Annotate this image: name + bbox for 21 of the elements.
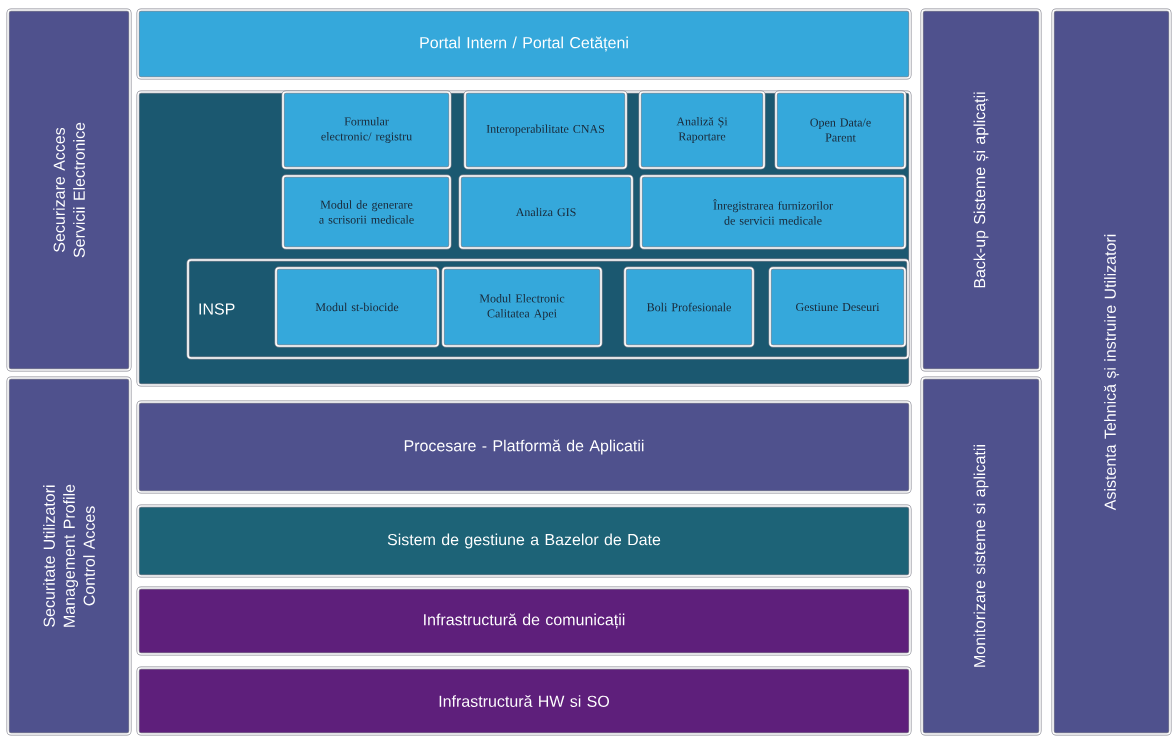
module-box: Analiza GIS (458, 174, 634, 250)
layer-band: Infrastructură HW si SO (136, 666, 912, 736)
side-band: Asistenta Tehnică și instruire Utilizatori (1051, 8, 1172, 736)
module-box: Modul de generare a scrisorii medicale (281, 174, 452, 250)
side-band: Securitate Utilizatori Management Profile Control Acces (6, 376, 132, 736)
side-band: Back-up Sisteme și aplicații (920, 8, 1042, 372)
side-band: Monitorizare sisteme si aplicatii (920, 376, 1042, 736)
layer-band: Procesare - Platformă de Aplicatii (136, 400, 912, 494)
module-box: Open Data/e Parent (774, 90, 907, 170)
module-box: Boli Profesionale (623, 266, 755, 348)
layer-band: Portal Intern / Portal Cetățeni (136, 8, 912, 80)
module-box: Analiză Și Raportare (638, 90, 766, 170)
module-box: Înregistrarea furnizorilor de servicii medicale (639, 174, 907, 250)
side-band: Securizare Acces Servicii Electronice (6, 8, 132, 372)
module-box: Modul st-biocide (274, 266, 440, 348)
module-box: Formular electronic/ registru (281, 90, 452, 170)
module-box: Modul Electronic Calitatea Apei (441, 266, 603, 348)
layer-band: Infrastructură de comunicații (136, 586, 912, 656)
module-box: Interoperabilitate CNAS (463, 90, 628, 170)
module-box: Gestiune Deseuri (768, 266, 907, 348)
layer-band: Sistem de gestiune a Bazelor de Date (136, 504, 912, 578)
